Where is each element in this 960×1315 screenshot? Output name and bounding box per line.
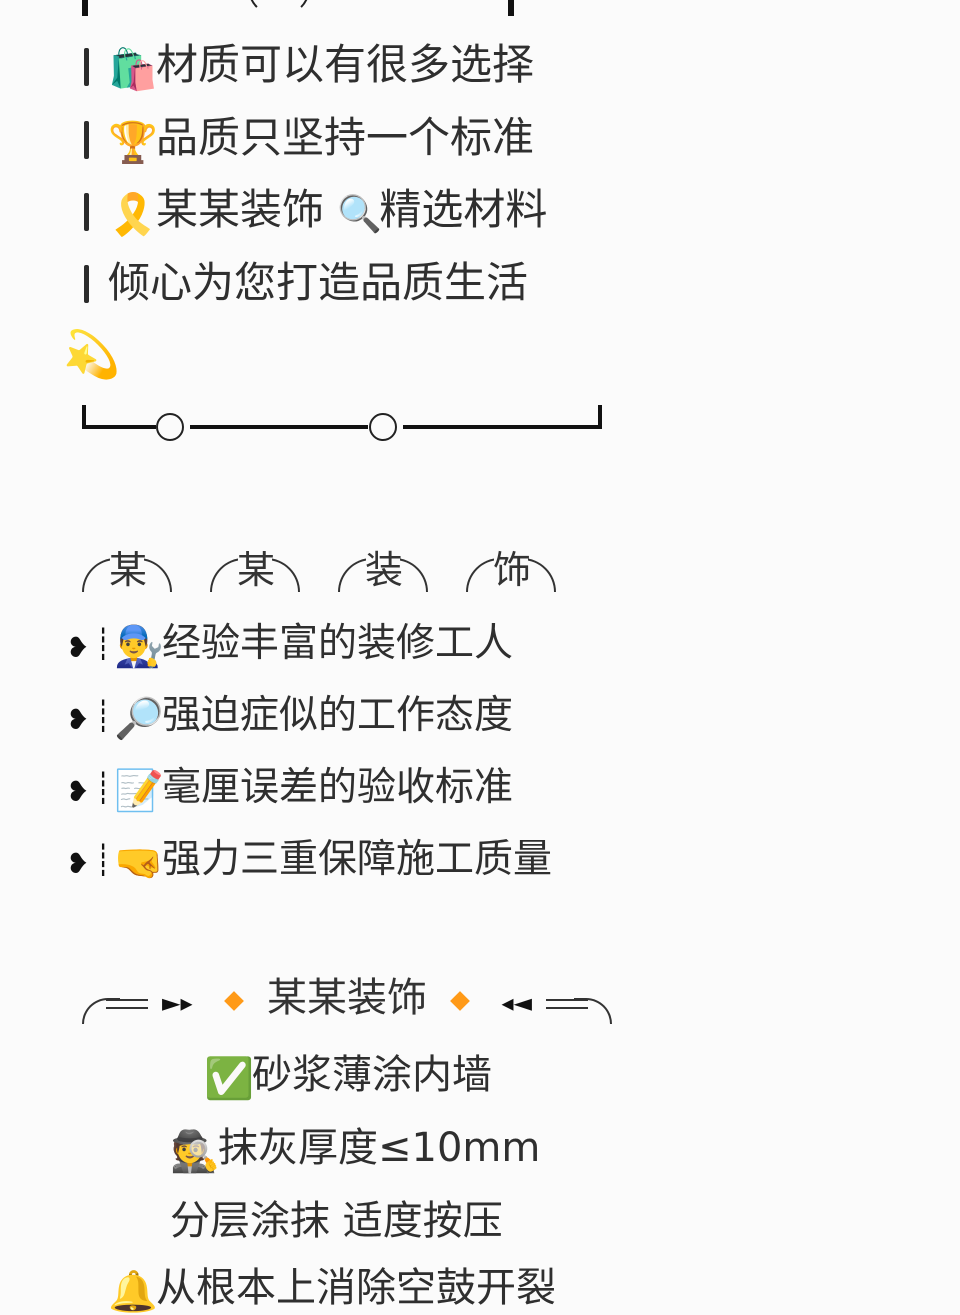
title-char-1: 某 [82,548,174,598]
sparkle-icon: 💫 [63,327,121,381]
process-text-3: 分层涂抹 适度按压 [170,1198,503,1244]
left-arrow-icon: ◂◄ [501,989,532,1017]
feature-text-4: 强力三重保障施工质量 [162,837,553,882]
process-text-4: 从根本上消除空鼓开裂 [156,1265,556,1311]
list-bar-3 [84,193,89,231]
process-text-2: 抹灰厚度≤10mm [218,1125,541,1171]
orange-diamond-icon [224,991,244,1011]
process-line-3: 分层涂抹 适度按压 [170,1201,503,1241]
list-bar-2 [84,121,89,159]
black-heart-icon: ❥ [66,775,90,808]
list-bar-1 [84,48,89,86]
bottom-frame-left [82,405,86,429]
title-char-text-2: 某 [236,548,275,592]
fist-icon: 🤜 [114,840,164,886]
banner-right-lines [546,999,588,1009]
bottom-frame [82,405,602,441]
detective-icon: 🕵️ [170,1129,220,1175]
black-heart-icon: ❥ [66,847,90,880]
dotted-divider: ┊ [94,699,113,734]
brand-banner: ►▸ 某某装饰 ◂◄ [82,978,612,1036]
black-heart-icon: ❥ [66,631,90,664]
title-arc-mask-3 [366,548,400,592]
title-char-2: 某 [210,548,302,598]
top-list-text-3a: 某某装饰 [156,185,325,234]
right-arrow-icon: ►▸ [162,989,193,1017]
top-list-item-2: 🏆品质只坚持一个标准 [108,117,534,166]
feature-item-1: ❥┊👨‍🔧经验丰富的装修工人 [66,624,513,667]
feature-text-3: 毫厘误差的验收标准 [162,765,514,810]
process-line-2: 🕵️抹灰厚度≤10mm [170,1128,540,1172]
yellow-ribbon-icon: 🎗️ [108,192,158,238]
title-char-4: 饰 [466,548,558,598]
feature-item-4: ❥┊🤜强力三重保障施工质量 [66,840,552,883]
bottom-frame-segment-2 [190,425,368,429]
bottom-frame-circle-1 [156,413,184,441]
top-list-item-1: 🛍️材质可以有很多选择 [108,44,534,93]
mechanic-icon: 👨‍🔧 [114,624,164,670]
process-line-1: ✅砂浆薄涂内墙 [204,1055,492,1099]
frame-curve [248,0,310,16]
black-heart-icon: ❥ [66,703,90,736]
list-bar-4 [84,265,89,303]
banner-label: 某某装饰 [267,975,427,1021]
top-list-item-3: 🎗️某某装饰 🔍精选材料 [108,189,547,238]
top-list-text-3b: 精选材料 [379,185,548,234]
title-arc-mask-1 [110,548,144,592]
top-list-text-1: 材质可以有很多选择 [156,40,535,89]
feature-text-2: 强迫症似的工作态度 [162,693,514,738]
bottom-frame-segment-1 [82,425,156,429]
title-char-text-1: 某 [108,548,147,592]
bell-icon: 🔔 [108,1269,158,1315]
frame-right-corner [508,0,514,16]
title-arc-mask-4 [494,548,528,592]
banner-right-arc [574,998,612,1024]
process-text-1: 砂浆薄涂内墙 [252,1052,492,1098]
process-line-4: 🔔从根本上消除空鼓开裂 [108,1268,556,1312]
check-mark-icon: ✅ [204,1056,254,1102]
dotted-divider: ┊ [94,627,113,662]
bottom-frame-circle-2 [369,413,397,441]
frame-left-corner [82,0,88,16]
dotted-divider: ┊ [94,771,113,806]
shopping-bags-icon: 🛍️ [108,47,158,93]
search-icon: 🔎 [114,696,164,742]
feature-text-1: 经验丰富的装修工人 [162,621,514,666]
feature-item-3: ❥┊📝毫厘误差的验收标准 [66,768,513,811]
top-list-text-2: 品质只坚持一个标准 [156,113,535,162]
bottom-frame-segment-3 [403,425,602,429]
top-list-item-4: 倾心为您打造品质生活 [108,262,528,304]
top-list-text-4: 倾心为您打造品质生活 [108,258,529,307]
title-arc-mask-2 [238,548,272,592]
dotted-divider: ┊ [94,843,113,878]
title-char-text-4: 饰 [492,548,531,592]
feature-item-2: ❥┊🔎强迫症似的工作态度 [66,696,513,739]
bottom-frame-right [598,405,602,429]
memo-icon: 📝 [114,768,164,814]
title-char-3: 装 [338,548,430,598]
orange-diamond-icon [450,991,470,1011]
trophy-icon: 🏆 [108,120,158,166]
banner-left-lines [106,999,148,1009]
title-char-text-3: 装 [364,548,403,592]
magnifier-icon: 🔍 [337,194,383,235]
